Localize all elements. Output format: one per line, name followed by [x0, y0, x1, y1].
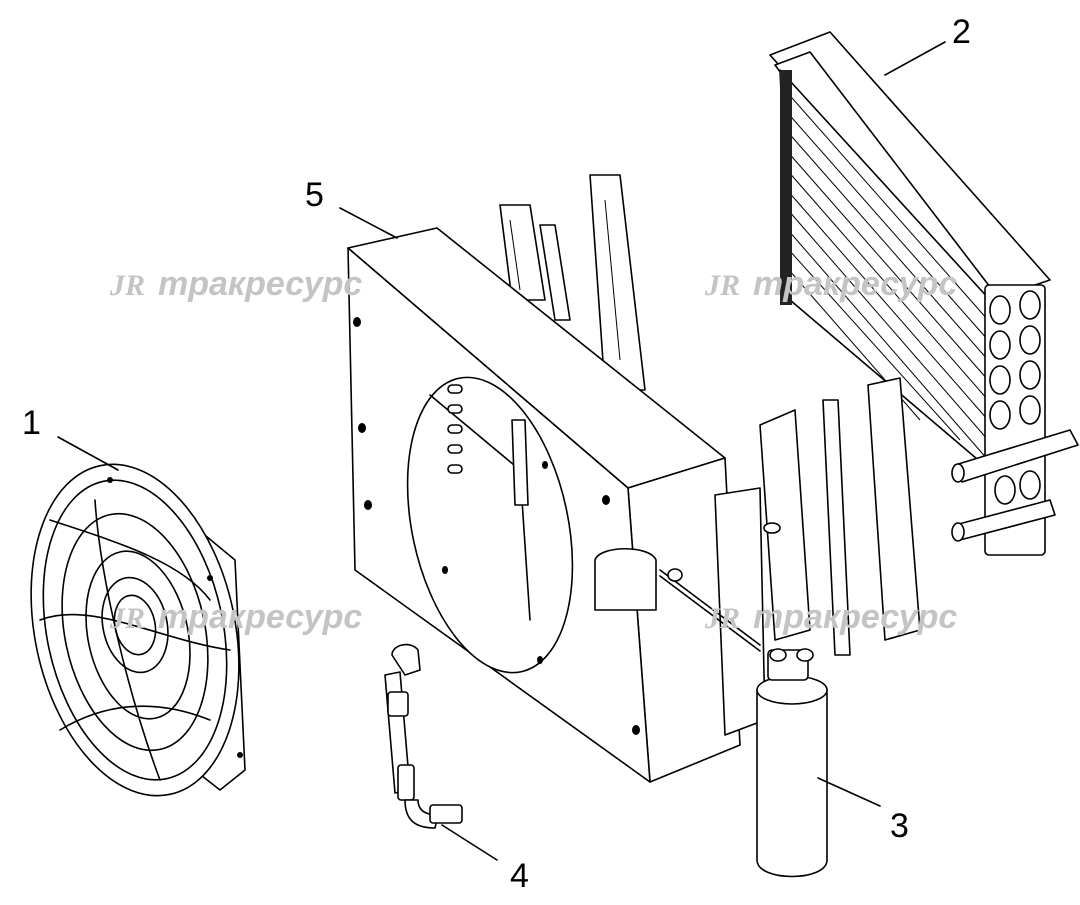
- watermark-logo: JR: [109, 602, 145, 635]
- hose-part: [384, 643, 463, 829]
- watermark-bottom-right: JR тракресурс: [704, 598, 957, 636]
- callout-4: 4: [510, 857, 529, 895]
- watermark-logo: JR: [704, 269, 740, 302]
- fan-part: [30, 463, 246, 797]
- callout-5: 5: [305, 176, 324, 214]
- receiver-drier-part: [659, 568, 828, 878]
- leader-lines: [57, 41, 946, 861]
- watermark-top-right: JR тракресурс: [704, 265, 957, 303]
- side-brackets: [759, 377, 921, 656]
- watermark-text: тракресурс: [158, 598, 362, 636]
- callout-3: 3: [890, 807, 909, 845]
- watermark-bottom-left: JR тракресурс: [109, 598, 362, 636]
- watermark-text: тракресурс: [158, 265, 362, 303]
- watermark-text: тракресурс: [753, 265, 957, 303]
- watermark-logo: JR: [109, 269, 145, 302]
- condenser-part: [769, 31, 1079, 556]
- shroud-part: [347, 227, 766, 783]
- callout-2: 2: [952, 13, 971, 51]
- upper-brackets: [499, 174, 646, 391]
- callout-1: 1: [22, 404, 41, 442]
- watermark-logo: JR: [704, 602, 740, 635]
- watermark-text: тракресурс: [753, 598, 957, 636]
- watermark-top-left: JR тракресурс: [109, 265, 362, 303]
